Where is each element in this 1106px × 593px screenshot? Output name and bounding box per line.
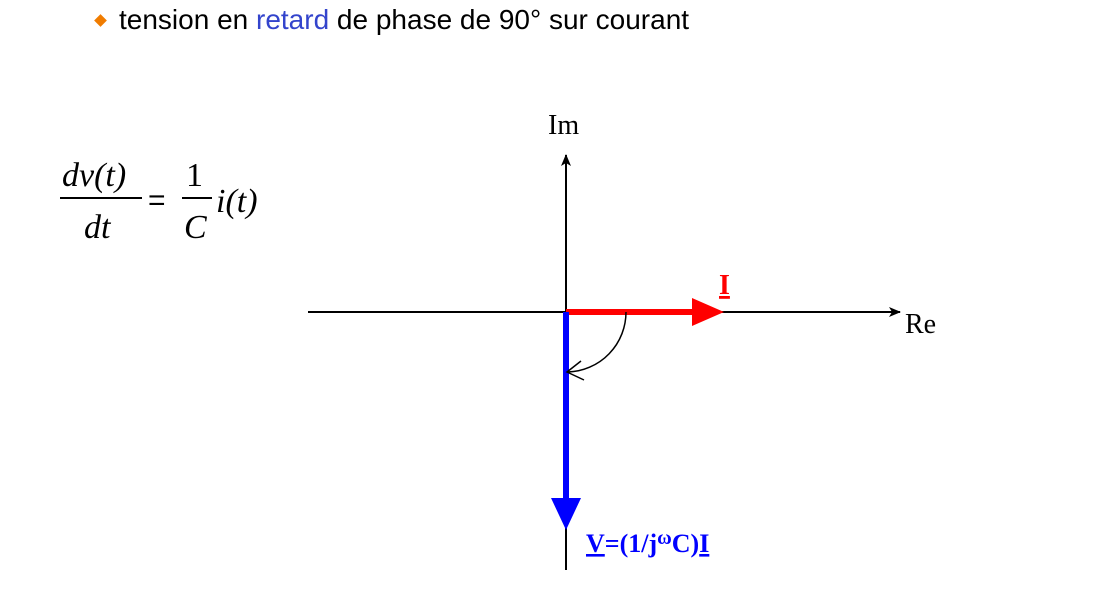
bullet-after: de phase de 90° sur courant bbox=[329, 4, 690, 35]
current-label: I bbox=[719, 270, 730, 301]
voltage-label-mid: =(1/j bbox=[605, 529, 657, 558]
voltage-arrowhead bbox=[551, 498, 581, 530]
im-axis-label: Im bbox=[548, 110, 579, 141]
phase-arc bbox=[567, 311, 627, 373]
bullet-before: tension en bbox=[119, 4, 256, 35]
eq-rhs-numerator: 1 bbox=[186, 157, 203, 194]
current-arrowhead bbox=[692, 298, 724, 326]
eq-lhs-numerator: dv(t) bbox=[62, 157, 126, 194]
eq-rhs-tail: i(t) bbox=[216, 183, 258, 220]
eq-rhs-denominator: C bbox=[184, 209, 207, 246]
voltage-label-i: I bbox=[699, 529, 709, 558]
voltage-label: V=(1/jωC)I bbox=[586, 527, 709, 558]
voltage-label-omega: ω bbox=[657, 527, 672, 549]
eq-equals: = bbox=[148, 184, 166, 217]
phase-arc-arrowhead bbox=[565, 360, 585, 381]
bullet-highlight: retard bbox=[256, 4, 330, 35]
voltage-label-c: C) bbox=[672, 529, 699, 558]
equation: dv(t) dt = 1 C i(t) bbox=[60, 157, 258, 246]
eq-lhs-denominator: dt bbox=[84, 209, 112, 246]
voltage-label-v: V bbox=[586, 529, 605, 558]
re-axis-label: Re bbox=[905, 309, 936, 340]
bullet-text: tension en retard de phase de 90° sur co… bbox=[94, 4, 690, 36]
